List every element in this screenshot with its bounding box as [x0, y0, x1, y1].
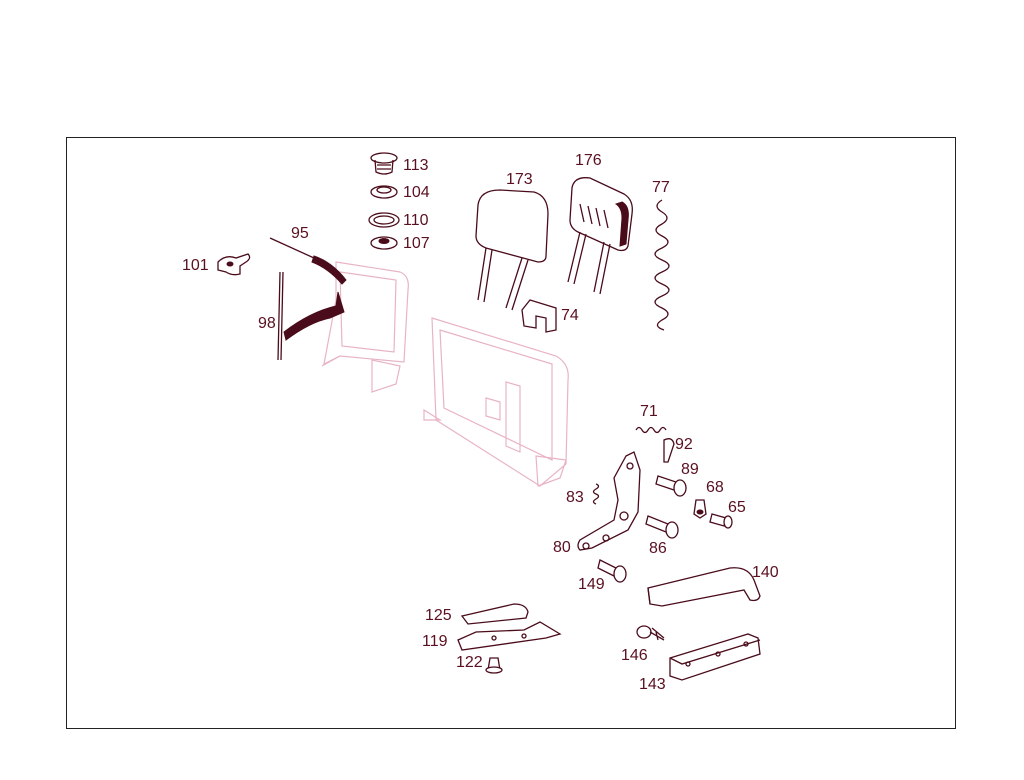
part-86-bolt [645, 515, 679, 539]
part-92-pin [663, 438, 675, 463]
label-146: 146 [621, 647, 648, 664]
part-98-rod [277, 271, 345, 361]
part-110-ring [368, 212, 400, 228]
part-104-grommet [370, 185, 398, 199]
label-98: 98 [258, 315, 276, 332]
label-92: 92 [675, 436, 693, 453]
label-65: 65 [728, 499, 746, 516]
part-113-plug [370, 152, 398, 175]
label-107: 107 [403, 235, 430, 252]
label-68: 68 [706, 479, 724, 496]
label-77: 77 [652, 179, 670, 196]
part-173-headrest [475, 189, 549, 311]
part-149-bolt [597, 559, 627, 583]
label-143: 143 [639, 676, 666, 693]
part-119-plate [457, 621, 562, 651]
label-104: 104 [403, 184, 430, 201]
label-86: 86 [649, 540, 667, 557]
part-89-bolt [655, 475, 687, 497]
ghost-seat-back-left [321, 261, 409, 393]
label-119: 119 [422, 633, 448, 650]
label-110: 110 [403, 212, 429, 229]
label-74: 74 [561, 307, 579, 324]
part-80-hinge [577, 451, 641, 551]
label-122: 122 [456, 654, 483, 671]
part-71-spring [635, 426, 667, 434]
part-95-rod [269, 237, 347, 285]
part-122-rivet [485, 657, 503, 674]
part-146-screw [636, 625, 665, 641]
part-74-bracket [521, 299, 557, 333]
label-125: 125 [425, 607, 452, 624]
label-71: 71 [640, 403, 658, 420]
label-89: 89 [681, 461, 699, 478]
label-95: 95 [291, 225, 309, 242]
label-149: 149 [578, 576, 605, 593]
part-65-bolt [709, 513, 733, 529]
ghost-seat-back-center [423, 317, 569, 487]
label-101: 101 [182, 257, 209, 274]
label-83: 83 [566, 489, 584, 506]
part-101-clip [217, 253, 251, 276]
label-113: 113 [403, 157, 429, 174]
part-176-headrest-frame [567, 177, 633, 295]
part-107-guide [370, 236, 398, 250]
label-80: 80 [553, 539, 571, 556]
part-140-armrest [647, 567, 761, 607]
label-176: 176 [575, 152, 602, 169]
label-173: 173 [506, 171, 533, 188]
part-77-spring [654, 199, 670, 331]
label-140: 140 [752, 564, 779, 581]
part-83-spring [592, 483, 600, 505]
part-125-trim [460, 603, 529, 625]
part-68-nut [693, 499, 707, 519]
part-143-rail [669, 633, 761, 681]
